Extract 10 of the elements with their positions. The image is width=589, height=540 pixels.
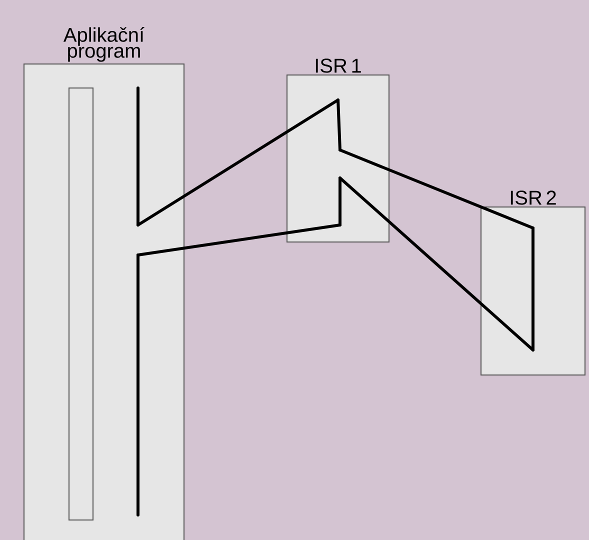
execution-line — [338, 148, 534, 230]
stack-bar — [68, 88, 94, 520]
node-label: Aplikační program — [63, 27, 144, 62]
node-label: ISR 1 — [316, 58, 361, 73]
execution-line — [338, 176, 534, 352]
execution-line — [136, 223, 342, 256]
routine-box: ISR 2 — [480, 190, 586, 376]
node-label: ISR 2 — [510, 190, 556, 205]
routine-box: ISR 1 — [286, 58, 390, 242]
execution-line — [136, 98, 340, 226]
